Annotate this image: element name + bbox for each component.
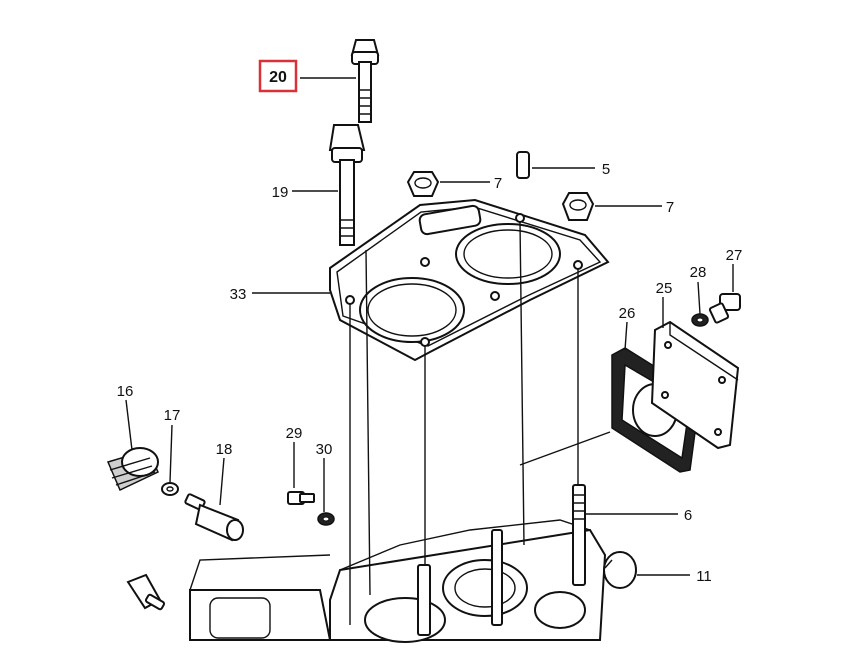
plug-lower-left (126, 573, 166, 611)
engine-block (189, 519, 607, 643)
bolt-27 (708, 293, 741, 324)
nut-7-left (406, 171, 440, 197)
label-18: 18 (216, 441, 233, 458)
bolt-20 (350, 39, 380, 123)
nut-7-right (561, 192, 595, 221)
screw-29 (287, 491, 315, 505)
label-17: 17 (164, 407, 181, 424)
washer-30 (317, 512, 335, 526)
stud-guides (349, 221, 579, 625)
bolt-19 (328, 124, 366, 246)
leader-lines (125, 77, 734, 576)
washer-17 (161, 482, 179, 496)
label-19: 19 (272, 184, 289, 201)
highlight-box-20 (258, 59, 298, 93)
label-7-right: 7 (666, 199, 674, 216)
cover-plate-25 (650, 320, 740, 450)
plug-11 (603, 551, 637, 589)
label-20: 20 (269, 69, 287, 86)
dowel-pin-5 (516, 151, 530, 179)
washer-28 (691, 313, 709, 327)
label-27: 27 (726, 247, 743, 264)
label-16: 16 (117, 383, 134, 400)
pin-18 (184, 493, 244, 542)
label-11: 11 (696, 568, 712, 585)
label-28: 28 (690, 264, 707, 281)
label-26: 26 (619, 305, 636, 322)
stud-6 (572, 484, 586, 586)
label-5: 5 (602, 161, 610, 178)
label-29: 29 (286, 425, 303, 442)
plug-16 (106, 447, 159, 492)
label-33: 33 (230, 286, 247, 303)
head-gasket (329, 198, 610, 362)
label-7-left: 7 (494, 175, 502, 192)
label-6: 6 (684, 507, 692, 524)
stud-center (417, 529, 503, 636)
part-labels: 20 19 5 7 7 33 27 28 25 26 16 17 18 29 3… (117, 59, 743, 585)
label-25: 25 (656, 280, 673, 297)
label-30: 30 (316, 441, 333, 458)
